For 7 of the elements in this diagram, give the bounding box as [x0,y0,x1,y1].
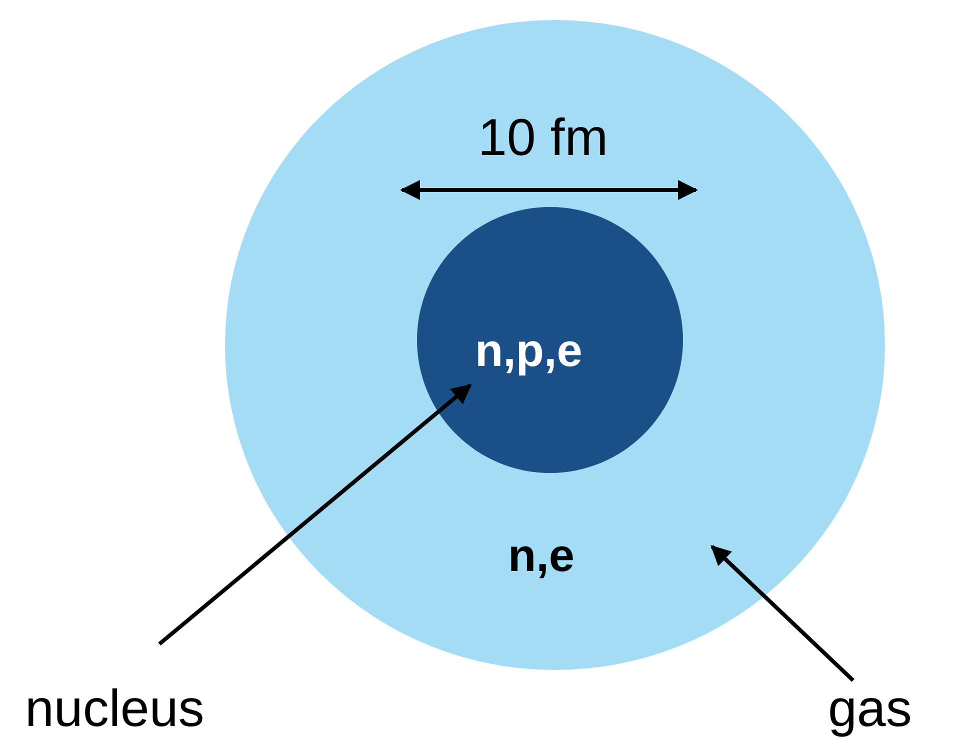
leader-arrow [710,545,855,682]
leader-arrow [158,384,472,646]
dimension-label: 10 fm [478,112,608,164]
region-label: n,e [508,532,574,578]
callout-label: gas [828,683,912,735]
region-label: n,p,e [475,327,582,373]
callout-label: nucleus [25,683,204,735]
